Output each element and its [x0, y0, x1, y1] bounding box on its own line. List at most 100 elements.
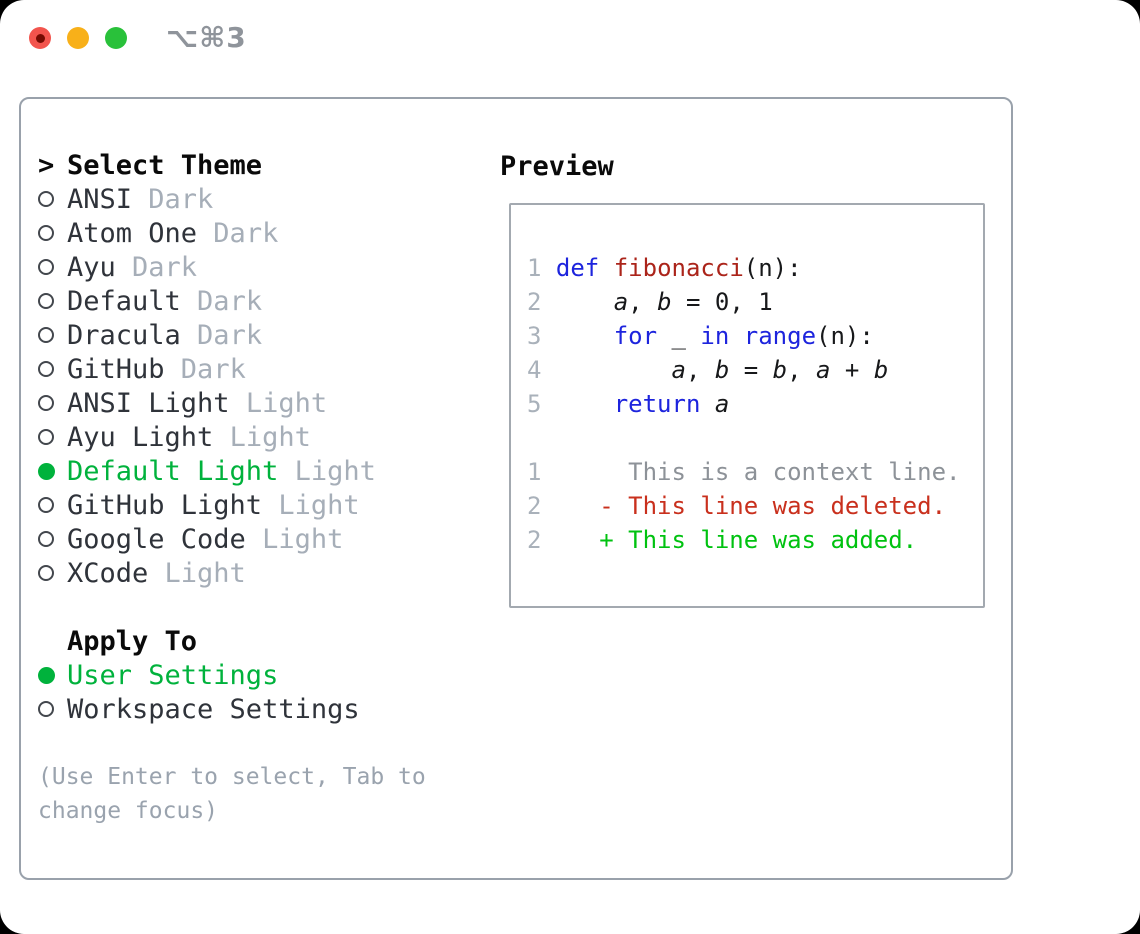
theme-option-label: ANSI — [67, 183, 133, 215]
theme-variant-tag: Dark — [197, 217, 279, 249]
line-number: 4 — [527, 356, 542, 384]
theme-option-label: Default Light — [67, 455, 279, 487]
theme-variant-tag: Dark — [180, 285, 263, 317]
radio-icon — [38, 352, 67, 386]
code-token — [599, 254, 613, 282]
theme-option-ayu[interactable]: Ayu Dark — [38, 250, 498, 284]
theme-option-ansi[interactable]: ANSI Dark — [38, 182, 498, 216]
code-token: b — [873, 356, 889, 384]
theme-option-ansi-light[interactable]: ANSI Light Light — [38, 386, 498, 420]
radio-icon — [38, 692, 67, 726]
minimize-button[interactable] — [67, 27, 89, 49]
apply-to-heading-prefix — [38, 624, 67, 658]
theme-option-github-light[interactable]: GitHub Light Light — [38, 488, 498, 522]
diff-text: This is a context line. — [541, 458, 961, 486]
theme-option-github[interactable]: GitHub Dark — [38, 352, 498, 386]
line-number: 2 — [527, 492, 542, 520]
code-token: a — [671, 356, 686, 384]
radio-icon — [38, 556, 67, 590]
code-token: b — [714, 356, 730, 384]
apply-option-label: Workspace Settings — [67, 693, 360, 725]
radio-unselected-icon — [38, 395, 54, 411]
theme-option-default-light[interactable]: Default Light Light — [38, 454, 498, 488]
theme-option-label: Google Code — [67, 523, 246, 555]
code-token: range — [743, 322, 817, 350]
line-number: 5 — [527, 390, 542, 418]
theme-option-default[interactable]: Default Dark — [38, 284, 498, 318]
code-token: , — [685, 356, 715, 384]
line-number: 1 — [527, 458, 542, 486]
radio-unselected-icon — [38, 259, 54, 275]
radio-unselected-icon — [38, 225, 54, 241]
close-button-dot — [35, 33, 45, 43]
diff-line: 2 - This line was deleted. — [527, 489, 983, 523]
theme-variant-tag: Light — [148, 557, 246, 589]
diff-line: 1 This is a context line. — [527, 455, 983, 489]
radio-icon — [38, 522, 67, 556]
code-token: = 0, 1 — [671, 288, 773, 316]
theme-variant-tag: Dark — [164, 353, 246, 385]
theme-option-dracula[interactable]: Dracula Dark — [38, 318, 498, 352]
radio-icon — [38, 454, 67, 488]
code-token — [541, 254, 555, 282]
code-line: 3 for _ in range(n): — [527, 319, 983, 353]
hint-line-1: (Use Enter to select, Tab to — [38, 764, 426, 790]
code-token — [541, 356, 671, 384]
theme-option-label: XCode — [67, 557, 149, 589]
focus-prompt-char: > — [38, 149, 55, 181]
apply-option-label: User Settings — [67, 659, 279, 691]
code-token — [700, 390, 714, 418]
theme-option-label: ANSI Light — [67, 387, 230, 419]
theme-option-label: Default — [67, 285, 181, 317]
radio-unselected-icon — [38, 701, 54, 717]
code-token — [541, 322, 613, 350]
radio-unselected-icon — [38, 191, 54, 207]
code-token: in — [700, 322, 730, 350]
theme-option-label: GitHub Light — [67, 489, 263, 521]
theme-option-label: Atom One — [67, 217, 198, 249]
theme-variant-tag: Light — [213, 421, 311, 453]
spacer — [38, 726, 498, 760]
maximize-button[interactable] — [105, 27, 127, 49]
theme-variant-tag: Dark — [132, 183, 214, 215]
apply-option-workspace-settings[interactable]: Workspace Settings — [38, 692, 498, 726]
theme-option-label: Ayu Light — [67, 421, 214, 453]
hint-line-2: change focus) — [38, 798, 219, 824]
theme-option-label: Dracula — [67, 319, 181, 351]
theme-option-atom-one[interactable]: Atom One Dark — [38, 216, 498, 250]
code-token: for — [613, 322, 658, 350]
theme-variant-tag: Dark — [180, 319, 263, 351]
radio-icon — [38, 250, 67, 284]
code-token: a — [613, 288, 629, 316]
theme-list-heading: >Select Theme — [38, 148, 498, 182]
code-token: + — [830, 356, 874, 384]
preview-heading: Preview — [500, 151, 614, 182]
radio-icon — [38, 284, 67, 318]
apply-option-user-settings[interactable]: User Settings — [38, 658, 498, 692]
radio-selected-icon — [38, 666, 55, 684]
spacer — [527, 421, 983, 455]
theme-option-xcode[interactable]: XCode Light — [38, 556, 498, 590]
radio-icon — [38, 216, 67, 250]
radio-icon — [38, 658, 67, 692]
code-token: (n): — [743, 254, 802, 282]
theme-option-google-code[interactable]: Google Code Light — [38, 522, 498, 556]
window-shortcut-label: ⌥⌘3 — [166, 21, 247, 54]
titlebar: ⌥⌘3 — [0, 0, 1140, 76]
code-token — [541, 288, 613, 316]
code-token: _ — [657, 322, 701, 350]
close-button[interactable] — [29, 27, 51, 49]
radio-icon — [38, 386, 67, 420]
theme-option-ayu-light[interactable]: Ayu Light Light — [38, 420, 498, 454]
code-line: 5 return a — [527, 387, 983, 421]
radio-unselected-icon — [38, 565, 54, 581]
code-token: a — [816, 356, 831, 384]
code-line: 2 a, b = 0, 1 — [527, 285, 983, 319]
code-token — [541, 390, 613, 418]
radio-unselected-icon — [38, 429, 54, 445]
code-line: 1 def fibonacci(n): — [527, 251, 983, 285]
radio-unselected-icon — [38, 531, 54, 547]
